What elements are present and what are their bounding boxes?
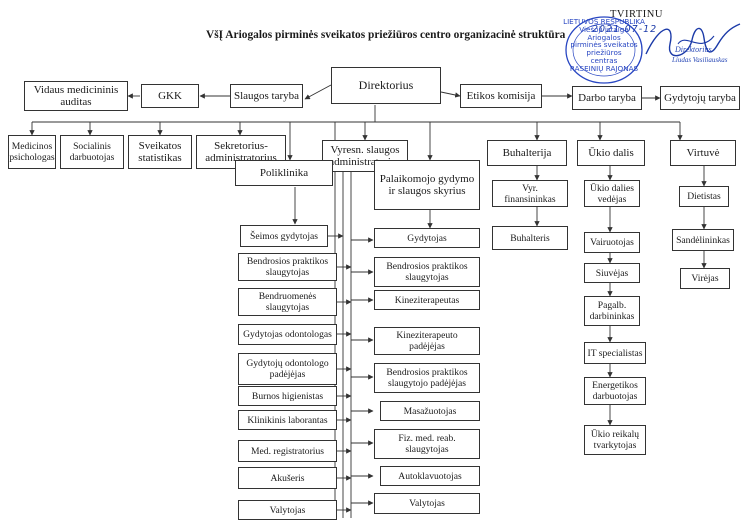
gkk-box: GKK — [141, 84, 199, 108]
signer-name: Liudas Vasiliauskas — [672, 56, 728, 64]
tailor-box: Siuvėjas — [584, 263, 640, 283]
nurse-assistant-box: Bendrosios praktikos slaugytojo padėjėja… — [374, 363, 480, 393]
dentist-box: Gydytojas odontologas — [238, 324, 337, 345]
nursing-council-box: Slaugos taryba — [230, 84, 303, 108]
family-doctor-box: Šeimos gydytojas — [240, 225, 328, 247]
palliative-dept-box: Palaikomojo gydymo ir slaugos skyrius — [374, 160, 480, 210]
registrar-box: Med. registratorius — [238, 440, 337, 462]
autoclave-box: Autoklavuotojas — [380, 466, 480, 486]
gp-nurse-left-box: Bendrosios praktikos slaugytojas — [238, 253, 337, 281]
gp-nurse-right-box: Bendrosios praktikos slaugytojas — [374, 257, 480, 287]
physio-assistant-box: Kineziterapeuto padėjėjas — [374, 327, 480, 355]
social-worker-box: Socialinis darbuotojas — [60, 135, 124, 169]
accounting-box: Buhalterija — [487, 140, 567, 166]
page-title: VšĮ Ariogalos pirminės sveikatos priežiū… — [206, 29, 566, 41]
dentist-assistant-box: Gydytojų odontologo padėjėjas — [238, 353, 337, 385]
health-statistician-box: Sveikatos statistikas — [128, 135, 192, 169]
doctor-right-box: Gydytojas — [374, 228, 480, 248]
rehab-nurse-box: Fiz. med. reab. slaugytojas — [374, 429, 480, 459]
lab-technician-box: Klinikinis laborantas — [238, 410, 337, 430]
stamp-text: LIETUVOS RESPUBLIKA Viešoji įstaiga Ario… — [563, 17, 645, 73]
chief-accountant-box: Vyr. finansininkas — [492, 180, 568, 207]
oral-hygienist-box: Burnos higienistas — [238, 386, 337, 406]
doctors-council-box: Gydytojų taryba — [660, 86, 740, 110]
household-admin-box: Ūkio reikalų tvarkytojas — [584, 425, 646, 455]
approval-word: TVIRTINU — [610, 9, 663, 20]
internal-audit-box: Vidaus medicininis auditas — [24, 81, 128, 111]
midwife-box: Akušeris — [238, 467, 337, 489]
household-box: Ūkio dalis — [577, 140, 645, 166]
warehouse-box: Sandėlininkas — [672, 229, 734, 251]
director-box: Direktorius — [331, 67, 441, 104]
kitchen-box: Virtuvė — [670, 140, 736, 166]
community-nurse-box: Bendruomenės slaugytojas — [238, 288, 337, 316]
masseur-box: Masažuotojas — [380, 401, 480, 421]
driver-box: Vairuotojas — [584, 232, 640, 253]
it-specialist-box: IT specialistas — [584, 342, 646, 364]
energy-worker-box: Energetikos darbuotojas — [584, 377, 646, 405]
cleaner-left-box: Valytojas — [238, 500, 337, 520]
physiotherapist-box: Kineziterapeutas — [374, 290, 480, 310]
stamp-seal-icon — [565, 16, 643, 84]
aux-worker-box: Pagalb. darbininkas — [584, 296, 640, 326]
signature-icon — [645, 23, 741, 57]
polyclinic-box: Poliklinika — [235, 160, 333, 186]
cook-box: Virėjas — [680, 268, 730, 289]
cleaner-right-box: Valytojas — [374, 493, 480, 514]
approval-date: 2021-07-12 — [592, 24, 658, 35]
dietitian-box: Dietistas — [679, 186, 729, 207]
accountant-box: Buhalteris — [492, 226, 568, 250]
work-council-box: Darbo taryba — [572, 86, 642, 110]
med-psychologist-box: Medicinos psichologas — [8, 135, 56, 169]
household-head-box: Ūkio dalies vedėjas — [584, 180, 640, 207]
signer-role: Direktorius — [675, 45, 712, 54]
ethics-commission-box: Etikos komisija — [460, 84, 542, 108]
